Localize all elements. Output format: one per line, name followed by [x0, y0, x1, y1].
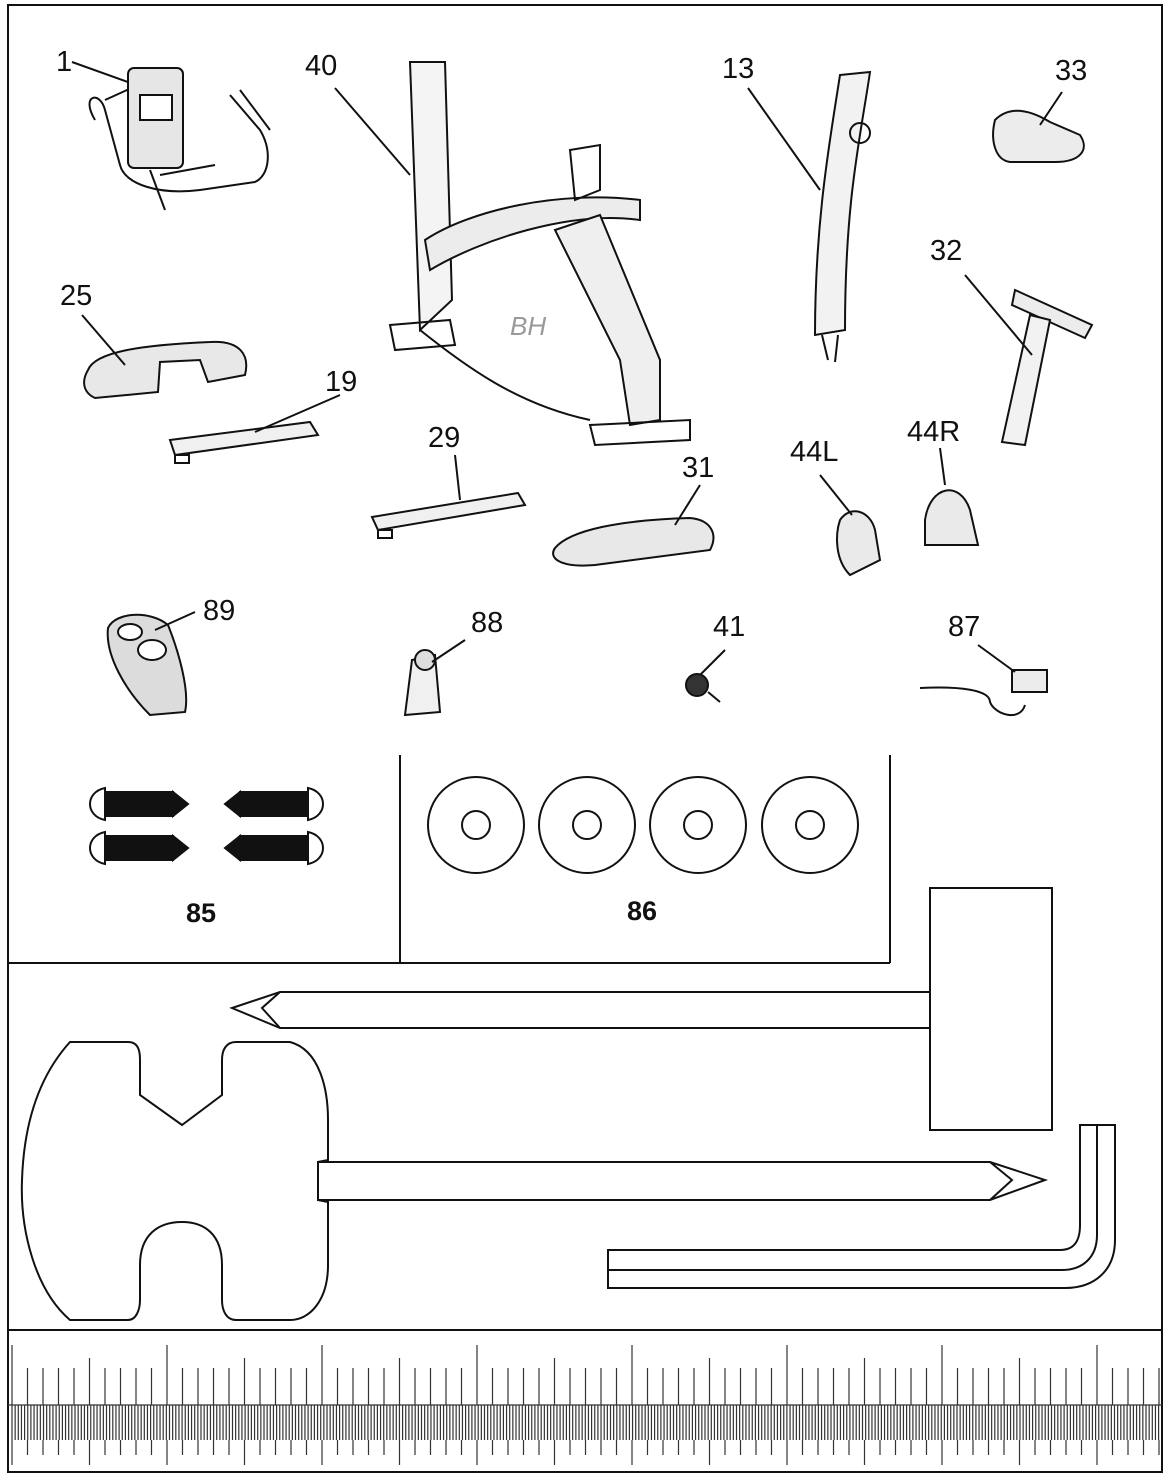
- part-front-stabilizer: [168, 394, 341, 464]
- callout-front-stabilizer: 19: [325, 366, 358, 398]
- sheet-border: [7, 4, 1163, 1473]
- callout-main-frame: 40: [305, 50, 338, 82]
- callout-bottle-holder: 89: [203, 595, 236, 627]
- part-seat-post: [964, 274, 1094, 447]
- part-console-handlebar: [71, 61, 271, 211]
- callout-rear-stabilizer: 29: [428, 422, 461, 454]
- callout-tension-knob: 41: [713, 611, 746, 643]
- callout-bolts: 85: [186, 898, 217, 928]
- callout-console-mast: 13: [722, 53, 755, 85]
- tool-screwdriver: [229, 887, 1053, 1131]
- hardware-bolts: [89, 786, 324, 866]
- callout-seat-post: 32: [930, 235, 963, 267]
- part-water-bottle: [403, 639, 466, 717]
- tool-hex-key: [607, 1124, 1116, 1289]
- tool-combination-wrench: [20, 1041, 1049, 1321]
- part-rear-stabilizer: [370, 454, 527, 539]
- callout-console-handlebar: 1: [56, 46, 73, 78]
- part-bottle-holder: [106, 611, 196, 717]
- part-left-pedal: [819, 474, 882, 577]
- part-front-stabilizer-cover: [81, 314, 248, 400]
- hardware-washers: [427, 776, 859, 874]
- callout-water-bottle: 88: [471, 607, 504, 639]
- callout-left-pedal: 44L: [790, 436, 839, 468]
- part-tension-knob: [685, 649, 726, 703]
- callout-power-adapter: 87: [948, 611, 981, 643]
- part-rear-stabilizer-cover: [552, 484, 715, 567]
- part-seat: [992, 91, 1085, 163]
- part-power-adapter: [919, 644, 1048, 716]
- callout-seat: 33: [1055, 55, 1088, 87]
- ruler: [8, 1345, 1162, 1465]
- part-right-pedal: [924, 447, 980, 546]
- part-main-frame: BH: [334, 61, 691, 447]
- svg-text:BH: BH: [510, 311, 546, 341]
- callout-rear-stabilizer-cover: 31: [682, 452, 715, 484]
- callout-front-stabilizer-cover: 25: [60, 280, 93, 312]
- callout-right-pedal: 44R: [907, 416, 961, 448]
- callout-washers: 86: [627, 896, 658, 926]
- part-console-mast: [747, 70, 872, 363]
